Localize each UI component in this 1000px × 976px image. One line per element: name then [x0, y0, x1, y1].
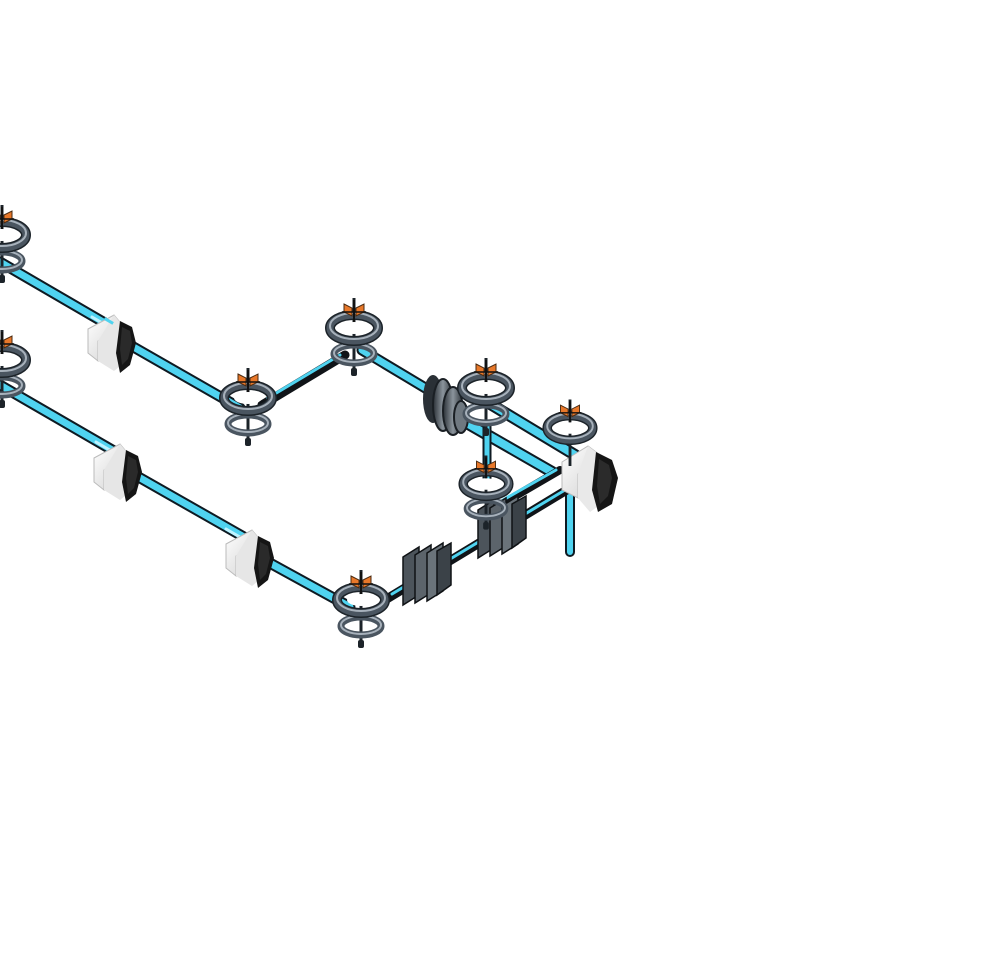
coupling-f — [458, 455, 514, 530]
pipe-lower-2 — [129, 469, 264, 551]
valve-handle-icon — [474, 360, 498, 382]
coupling-b — [219, 368, 277, 446]
pump — [423, 375, 469, 436]
coupling-c — [325, 298, 383, 376]
coupling-d — [457, 358, 515, 436]
coupling-g — [332, 570, 390, 648]
valve-handle-icon — [558, 401, 582, 423]
coupling-valves — [0, 205, 598, 648]
coupling-e — [542, 399, 598, 467]
pipe-lower-1 — [0, 379, 132, 464]
valve-handle-icon — [474, 457, 498, 479]
valve-handle-icon — [0, 207, 14, 229]
housing-2 — [93, 443, 142, 502]
coupling-a2 — [0, 330, 31, 408]
housing-1 — [87, 314, 136, 373]
housing-4-large — [561, 445, 618, 512]
filter-1 — [402, 541, 452, 607]
valve-handle-icon — [342, 300, 366, 322]
valve-handle-icon — [236, 370, 260, 392]
valve-handle-icon — [349, 572, 373, 594]
coupling-a — [0, 205, 31, 283]
valve-handle-icon — [0, 332, 14, 354]
housing-3 — [225, 529, 274, 588]
